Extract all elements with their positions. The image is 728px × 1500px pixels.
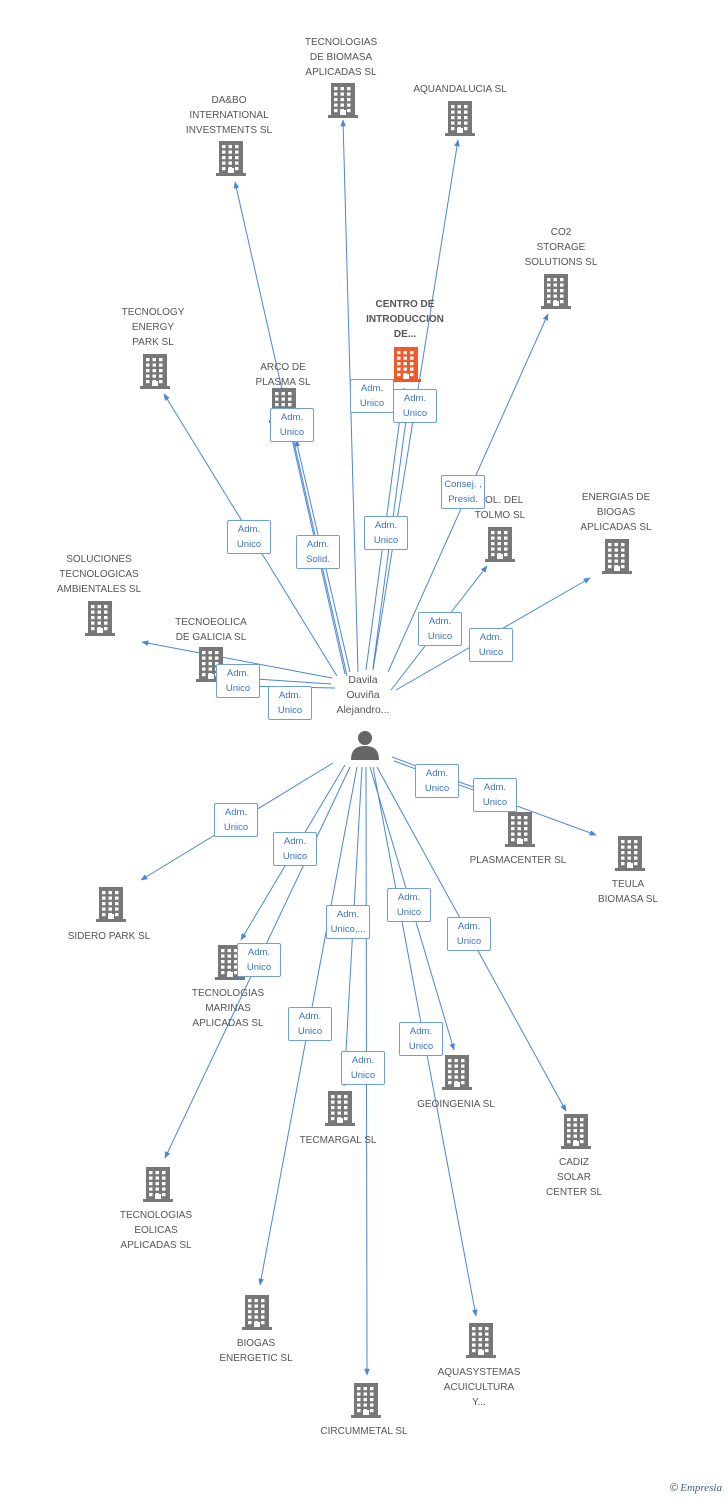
relation-badge[interactable]: Adm. Unico: [214, 803, 258, 837]
building-icon[interactable]: [444, 100, 476, 136]
building-icon[interactable]: [441, 1054, 473, 1090]
company-label[interactable]: AQUANDALUCIA SL: [413, 84, 507, 95]
building-icon[interactable]: [84, 600, 116, 636]
relation-edge: [141, 640, 333, 679]
company-label[interactable]: CO2 STORAGE SOLUTIONS SL: [524, 227, 598, 268]
relation-badge[interactable]: Adm. Solid.: [296, 535, 340, 569]
company-label[interactable]: TECNOEOLICA DE GALICIA SL: [175, 617, 247, 643]
brand-logo: Empresia: [680, 1482, 722, 1494]
relation-badge[interactable]: Adm. Unico: [473, 778, 517, 812]
company-label[interactable]: SOLUCIONES TECNOLOGICAS AMBIENTALES SL: [56, 554, 142, 595]
building-icon[interactable]: [614, 835, 646, 871]
relation-badge[interactable]: Adm. Unico: [418, 612, 462, 646]
building-icon[interactable]: [142, 1166, 174, 1202]
building-icon[interactable]: [324, 1090, 356, 1126]
relation-badge[interactable]: Adm. Unico: [387, 888, 431, 922]
company-label[interactable]: TECNOLOGIAS MARINAS APLICADAS SL: [191, 988, 265, 1029]
relation-badge[interactable]: Adm. Unico,...: [326, 905, 370, 939]
building-icon[interactable]: [195, 646, 227, 682]
company-label[interactable]: TECNOLOGIAS EOLICAS APLICADAS SL: [119, 1210, 193, 1251]
building-icon[interactable]: [350, 1382, 382, 1418]
company-label[interactable]: CIRCUMMETAL SL: [320, 1426, 408, 1437]
company-label[interactable]: BIOGAS ENERGETIC SL: [219, 1338, 293, 1364]
company-label[interactable]: TECNOLOGIAS DE BIOMASA APLICADAS SL: [304, 37, 378, 78]
relation-badge[interactable]: Adm. Unico: [288, 1007, 332, 1041]
relation-badge[interactable]: Adm. Unico: [268, 686, 312, 720]
relation-badge[interactable]: Adm. Unico: [270, 408, 314, 442]
company-label[interactable]: TECMARGAL SL: [299, 1135, 377, 1146]
relation-badge[interactable]: Adm. Unico: [399, 1022, 443, 1056]
relation-badge[interactable]: Adm. Unico: [273, 832, 317, 866]
relation-badge[interactable]: Adm. Unico: [469, 628, 513, 662]
company-label[interactable]: ...OL. DEL TOLMO SL: [474, 495, 526, 521]
relation-badge[interactable]: Adm. Unico: [341, 1051, 385, 1085]
building-icon[interactable]: [540, 273, 572, 309]
company-label[interactable]: TEULA BIOMASA SL: [597, 879, 659, 905]
building-icon[interactable]: [139, 353, 171, 389]
building-icon[interactable]: [465, 1322, 497, 1358]
company-label[interactable]: ARCO DE PLASMA SL: [255, 362, 311, 388]
building-icon[interactable]: [327, 82, 359, 118]
building-icon[interactable]: [560, 1113, 592, 1149]
relation-badge[interactable]: Adm. Unico: [364, 516, 408, 550]
relation-badge[interactable]: Adm. Unico: [350, 379, 394, 413]
building-icon[interactable]: [484, 526, 516, 562]
building-icon[interactable]: [390, 346, 422, 382]
building-icon[interactable]: [215, 140, 247, 176]
company-label[interactable]: CENTRO DE INTRODUCCION DE...: [366, 299, 444, 340]
company-label[interactable]: GEOINGENIA SL: [417, 1099, 495, 1110]
person-icon[interactable]: [348, 728, 382, 762]
relation-badge[interactable]: Adm. Unico: [393, 389, 437, 423]
building-icon[interactable]: [95, 886, 127, 922]
company-label[interactable]: ENERGIAS DE BIOGAS APLICADAS SL: [580, 492, 652, 533]
relation-badge[interactable]: Adm. Unico: [415, 764, 459, 798]
relation-badge[interactable]: Adm. Unico: [227, 520, 271, 554]
relation-badge[interactable]: Adm. Unico: [447, 917, 491, 951]
company-label[interactable]: CADIZ SOLAR CENTER SL: [545, 1157, 603, 1198]
relation-badge[interactable]: Adm. Unico: [237, 943, 281, 977]
building-icon[interactable]: [504, 811, 536, 847]
building-icon[interactable]: [601, 538, 633, 574]
relation-badge[interactable]: Adm. Unico: [216, 664, 260, 698]
company-label[interactable]: DA&BO INTERNATIONAL INVESTMENTS SL: [185, 95, 273, 136]
building-icon[interactable]: [241, 1294, 273, 1330]
company-label[interactable]: AQUASYSTEMAS ACUICULTURA Y...: [437, 1367, 521, 1408]
person-name[interactable]: Davila Ouviña Alejandro...: [336, 674, 390, 716]
company-label[interactable]: SIDERO PARK SL: [67, 931, 151, 942]
watermark: ©Empresia: [670, 1482, 722, 1494]
copyright-mark: ©: [670, 1482, 679, 1494]
relation-badge[interactable]: Consej. , Presid.: [441, 475, 485, 509]
company-label[interactable]: TECNOLOGY ENERGY PARK SL: [121, 307, 185, 348]
company-label[interactable]: PLASMACENTER SL: [469, 855, 567, 866]
